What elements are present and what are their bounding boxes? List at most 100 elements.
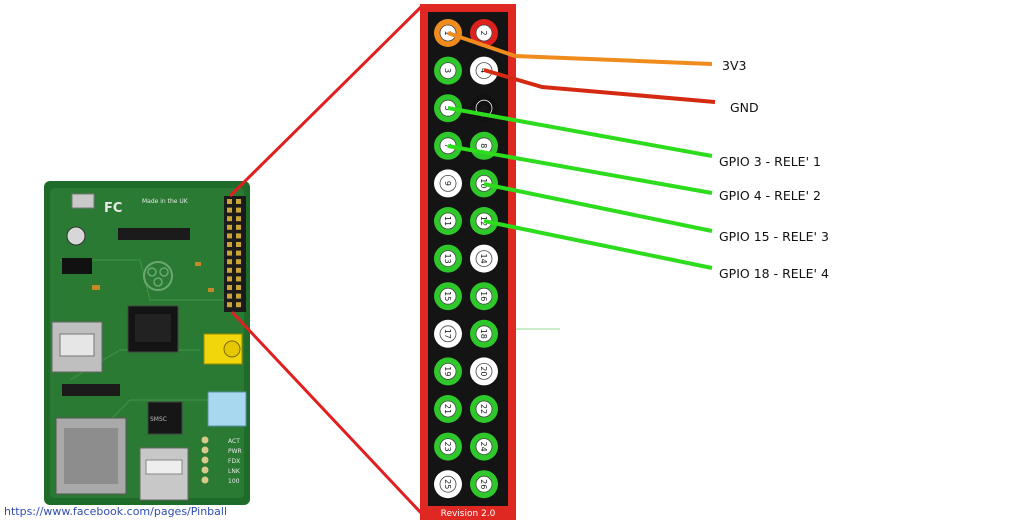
pin-14: 14 [470,244,498,273]
lan-chip [147,401,183,435]
board-header-pin [236,267,241,273]
capacitor [66,226,86,246]
pin-hole [439,400,457,418]
board-header-pin [236,199,241,204]
led [201,456,209,464]
pin-hole [439,287,457,305]
wire-label-gpio3: GPIO 3 - RELE' 1 [719,154,821,169]
wire-3v3 [447,31,713,66]
led-label: PWR [228,448,242,455]
pin-number: 23 [443,442,452,452]
pin-number: 9 [443,181,452,186]
pin-number: 2 [479,30,488,35]
pin-2: 2 [470,19,498,47]
pin-hole [475,174,493,192]
board-header-pin [227,242,232,247]
pin-hole [439,362,457,380]
board-header-pin [227,302,232,308]
zoom-line-bottom [230,310,424,516]
board-header-pin [236,276,241,282]
made-in-label: Made in the UK [142,198,189,205]
revision-bar [420,506,516,520]
pin-number: 25 [443,479,452,489]
led-label: LNK [228,468,241,475]
pin-hole [439,174,457,192]
zoom-line-top [228,4,424,198]
pin-number: 11 [443,216,452,226]
pin-number: 12 [479,216,488,226]
soc-die [135,314,171,342]
pin-number: 10 [479,178,488,188]
pin-number: 21 [443,404,452,414]
pin-hole [475,325,493,343]
board-header-pin [227,259,232,265]
board-header-pin [227,224,232,230]
smd-component [195,262,201,266]
camera-connector [118,228,190,240]
board-header-pin [227,267,232,273]
pin-hole [439,475,457,493]
board-header-pin [236,285,241,290]
pin-number: 8 [479,143,488,148]
pin-hole [475,362,493,380]
pin-number: 22 [479,404,488,414]
board-header-pin [236,250,241,256]
pin-hole [439,62,457,79]
pin-hole [439,325,457,343]
led-label: FDX [228,458,240,465]
pin-hole [439,212,457,230]
wire-label-gnd: GND [730,100,759,115]
board-header-pin [236,302,241,308]
pin-11: 11 [434,207,462,235]
pin-9: 9 [434,169,462,198]
board-header-pin [227,250,232,256]
wire-gpio15 [483,182,713,233]
pin-hole [475,438,493,456]
pin-hole [439,250,457,268]
pin-22: 22 [470,395,498,423]
revision-label: Revision 2.0 [441,509,496,519]
pin-19: 19 [434,357,462,386]
facebook-page-link[interactable]: https://www.facebook.com/pages/Pinball [4,505,228,518]
pin-17: 17 [434,319,462,348]
board-header-pin [236,293,241,299]
wire-gpio4 [447,144,713,195]
led [201,436,209,444]
wire-label-gpio4: GPIO 4 - RELE' 2 [719,188,821,203]
audio-jack [207,391,247,427]
board-header-pin [236,259,241,265]
board-header-pin [227,293,232,299]
pin-18: 18 [470,319,498,348]
pin-number: 14 [479,254,488,264]
led [201,476,209,484]
pin-7: 7 [434,131,462,160]
board-header-pin [236,216,241,222]
pin-number: 16 [479,291,488,301]
ethernet-socket [64,428,118,484]
pin-hole [475,475,493,493]
board-header-pin [227,199,232,204]
pin-number: 13 [443,254,452,264]
gpio-header-pins [227,199,241,308]
hdmi-slot [59,333,95,357]
pin-hole [439,438,457,456]
pin-number: 26 [479,479,488,489]
pin-number: 18 [479,329,488,339]
led [201,446,209,454]
wire-label-gpio15: GPIO 15 - RELE' 3 [719,229,829,244]
fc-mark: FC [104,201,122,216]
wire-gnd [483,68,716,104]
raspberry-pi-board: FC Made in the UK SMSC [44,181,250,505]
board-header-pin [236,242,241,247]
smd-component [208,288,214,292]
pin-26: 26 [470,470,498,499]
pin-hole [475,400,493,418]
led-label: 100 [228,478,240,485]
pin-number: 1 [443,30,452,35]
pin-number: 5 [443,106,452,111]
pin-13: 13 [434,244,462,273]
pin-15: 15 [434,282,462,311]
